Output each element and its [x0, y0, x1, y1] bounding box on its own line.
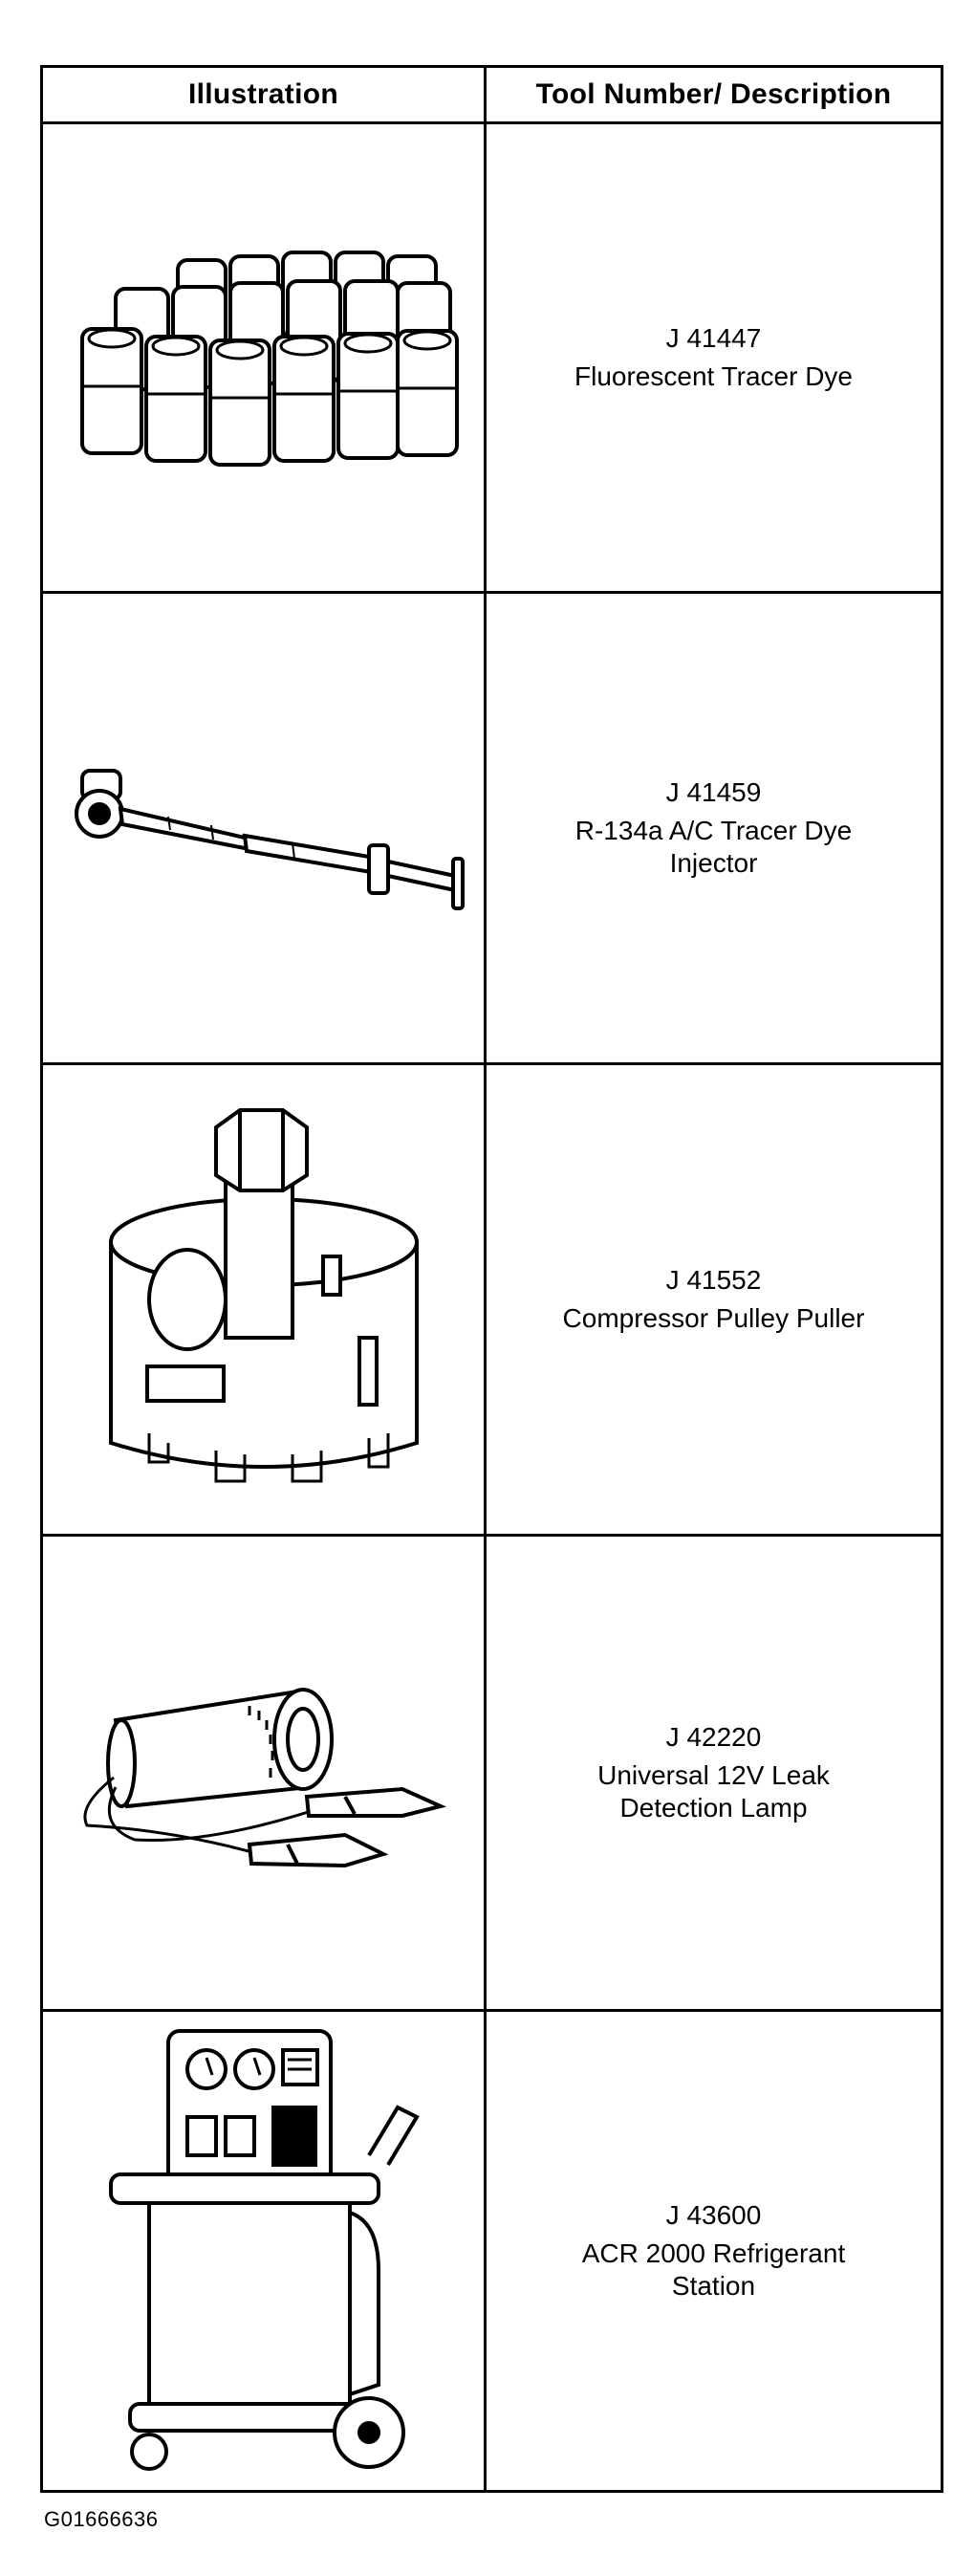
table-row: J 41459 R-134a A/C Tracer Dye Injector: [40, 591, 943, 1065]
leak-lamp-icon: [82, 1688, 446, 1868]
header-illustration: Illustration: [40, 65, 487, 124]
illustration-cell: [40, 1062, 487, 1537]
description-cell: J 41447 Fluorescent Tracer Dye: [484, 121, 943, 594]
tool-description: Universal 12V Leak Detection Lamp: [597, 1760, 830, 1823]
illustration-cell: [40, 591, 487, 1065]
tool-table: Illustration Tool Number/ Description: [40, 65, 943, 2493]
tool-number: J 41459: [665, 777, 762, 807]
tool-number: J 43600: [665, 2200, 762, 2230]
refrigerant-station-icon: [108, 2029, 420, 2471]
header-row: Illustration Tool Number/ Description: [40, 65, 943, 124]
description-cell: J 42220 Universal 12V Leak Detection Lam…: [484, 1534, 943, 2012]
tool-description: Compressor Pulley Puller: [562, 1303, 865, 1333]
description-cell: J 43600 ACR 2000 Refrigerant Station: [484, 2009, 943, 2493]
dye-bottles-icon: [79, 251, 459, 467]
tool-number: J 41552: [665, 1265, 762, 1295]
tool-description: ACR 2000 Refrigerant Station: [581, 2238, 846, 2301]
illustration-cell: [40, 2009, 487, 2493]
table-row: J 43600 ACR 2000 Refrigerant Station: [40, 2009, 943, 2493]
description-cell: J 41459 R-134a A/C Tracer Dye Injector: [484, 591, 943, 1065]
tool-description: R-134a A/C Tracer Dye Injector: [574, 816, 853, 878]
dye-injector-icon: [74, 769, 465, 910]
tool-description: Fluorescent Tracer Dye: [574, 361, 853, 391]
pulley-puller-icon: [108, 1108, 419, 1483]
table-row: J 41552 Compressor Pulley Puller: [40, 1062, 943, 1537]
table-row: J 42220 Universal 12V Leak Detection Lam…: [40, 1534, 943, 2012]
figure-code: G01666636: [44, 2507, 159, 2531]
tool-number: J 41447: [665, 323, 762, 353]
illustration-cell: [40, 121, 487, 594]
table-row: J 41447 Fluorescent Tracer Dye: [40, 121, 943, 594]
header-tool-description: Tool Number/ Description: [484, 65, 943, 124]
description-cell: J 41552 Compressor Pulley Puller: [484, 1062, 943, 1537]
tool-number: J 42220: [665, 1722, 762, 1752]
illustration-cell: [40, 1534, 487, 2012]
